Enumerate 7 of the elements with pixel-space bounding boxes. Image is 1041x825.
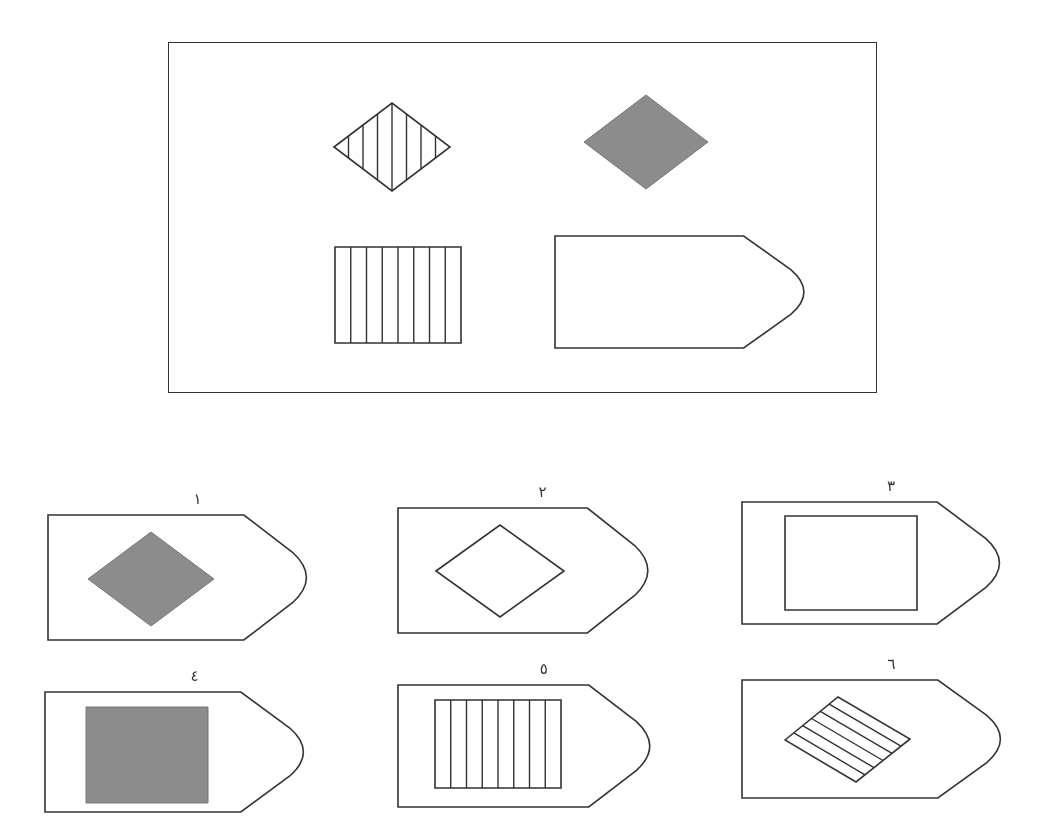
- option-number: ٦: [886, 654, 897, 674]
- option-number: ٤: [189, 666, 200, 686]
- option-number: ٢: [537, 482, 548, 502]
- option-number: ٥: [538, 659, 549, 679]
- puzzle-frame: [168, 42, 877, 393]
- option-number: ١: [192, 489, 203, 509]
- option-number: ٣: [886, 476, 897, 496]
